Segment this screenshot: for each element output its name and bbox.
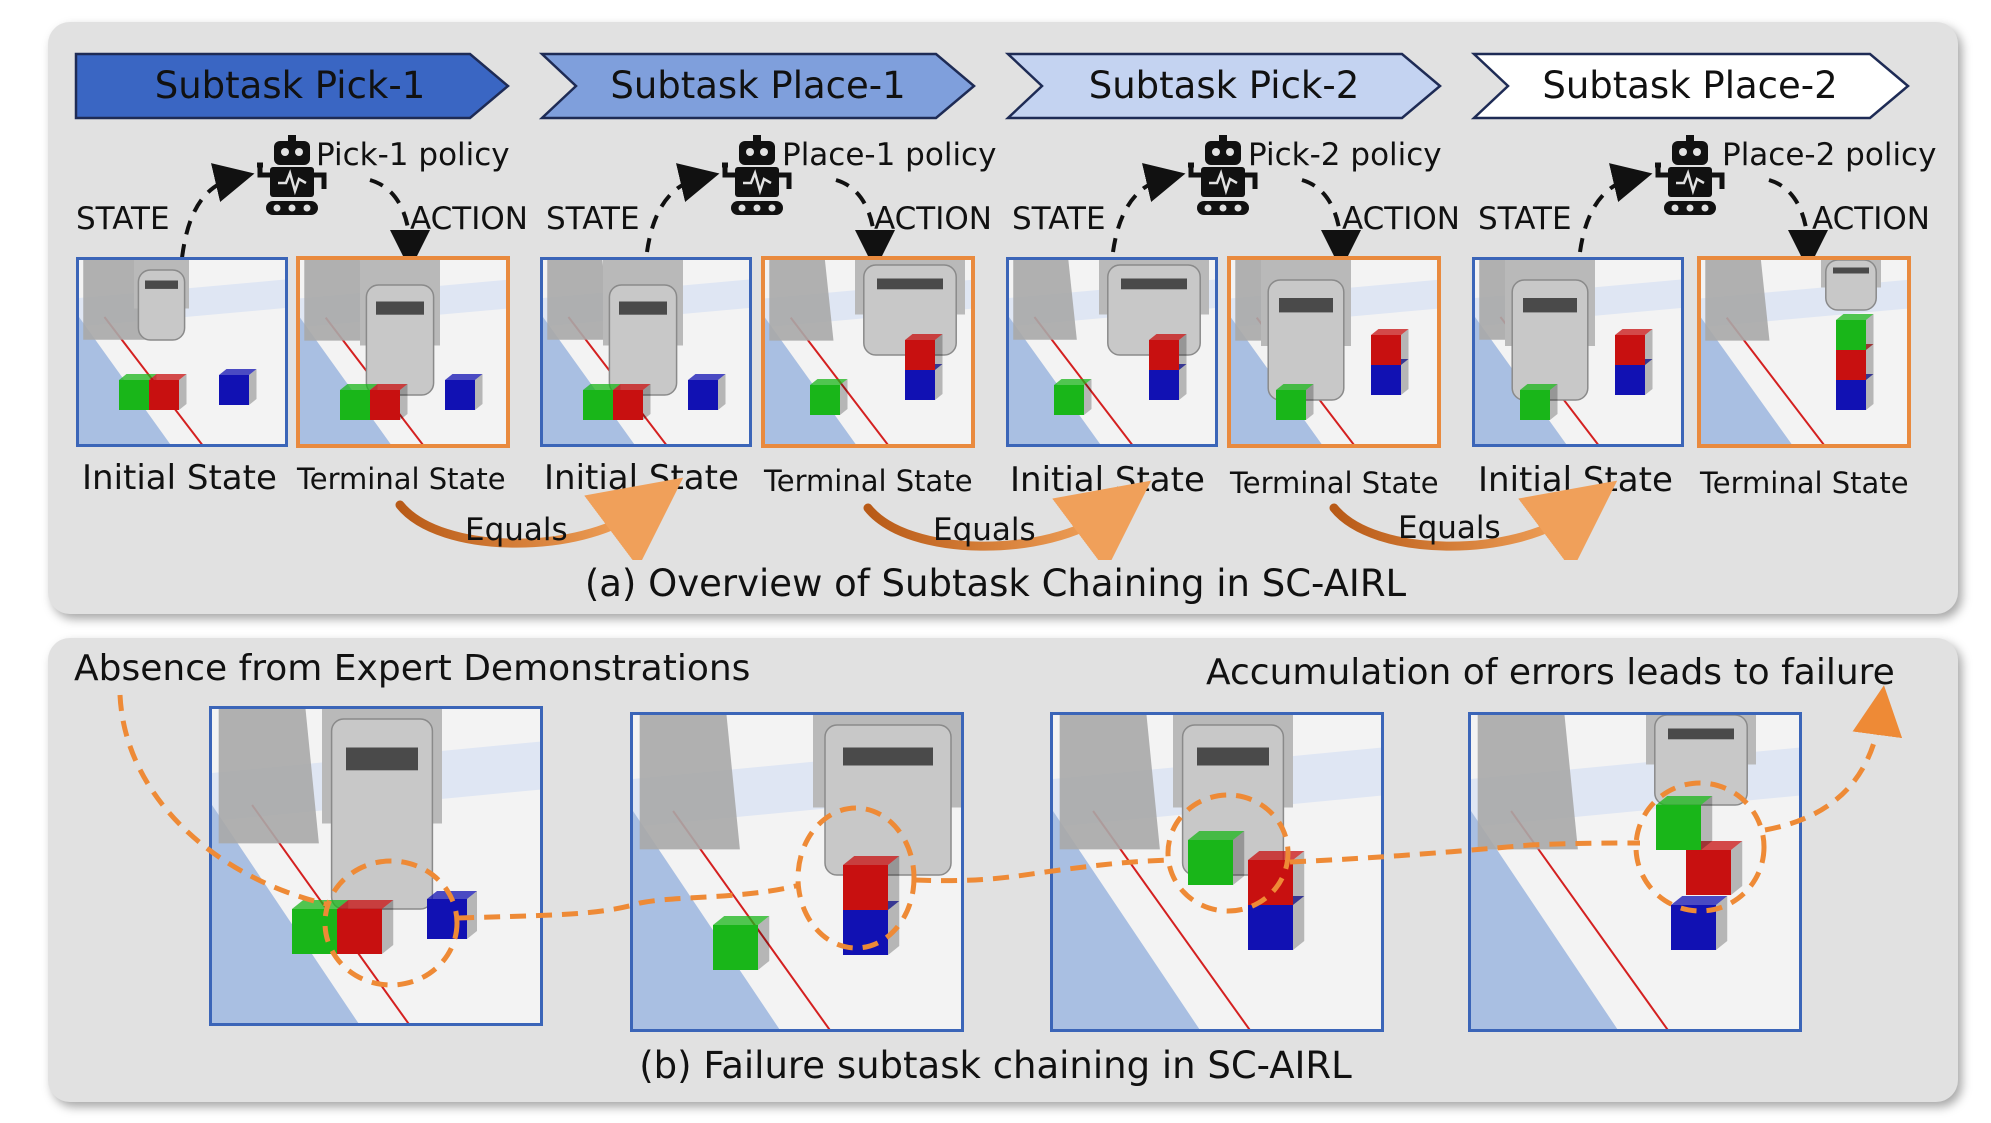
subtask-chevron-pick-2 [1004,52,1442,120]
equals-arrow-3 [1329,480,1618,560]
cube-red [1686,841,1743,895]
scene-failure-3 [1050,712,1384,1032]
cube-green [1276,384,1314,420]
gripper [1505,260,1595,401]
caption-b: (b) Failure subtask chaining in SC-AIRL [639,1044,1352,1087]
scene-initial-2 [540,257,752,447]
cube-green [292,900,349,954]
scene-initial-3 [1006,257,1218,447]
gripper [1261,260,1351,401]
cube-green [1656,796,1713,850]
subtask-label-1: Subtask Pick-1 [154,64,426,107]
scene-terminal-1 [296,256,510,448]
policy-label-3: Pick-2 policy [1248,137,1442,173]
action-label-1: ACTION [410,201,528,237]
cube-red [337,900,394,954]
cube-green [810,379,848,415]
gripper [603,260,683,396]
equals-label-2: Equals [933,512,1036,548]
cube-red [1371,329,1409,365]
subtask-label-4: Subtask Place-2 [1542,64,1838,107]
subtask-chevrons [74,52,1910,120]
gripper [1821,260,1881,311]
accumulation-annotation: Accumulation of errors leads to failure [1206,652,1895,693]
initial-label-1: Initial State [82,458,277,498]
cube-red [613,384,651,420]
equals-arrow-2 [863,480,1152,560]
cube-green [1520,384,1558,420]
equals-label-1: Equals [465,512,568,548]
action-label-2: ACTION [874,201,992,237]
state-label-2: STATE [546,201,640,237]
scene-terminal-2 [761,256,975,448]
cube-red [1149,334,1187,370]
policy-label-1: Pick-1 policy [316,137,510,173]
state-label-3: STATE [1012,201,1106,237]
cube-blue [1149,364,1187,400]
equals-arrow-1 [395,477,684,560]
gripper [322,709,442,910]
gripper [813,715,961,876]
cube-green [1836,314,1874,350]
subtask-label-3: Subtask Pick-2 [1088,64,1360,107]
state-label-4: STATE [1478,201,1572,237]
cube-red [149,374,187,410]
caption-a: (a) Overview of Subtask Chaining in SC-A… [584,562,1407,605]
cube-blue [688,374,726,410]
subtask-chevron-pick-1 [74,52,510,120]
cube-red [370,384,408,420]
policy-label-4: Place-2 policy [1722,137,1937,173]
scene-terminal-3 [1227,256,1441,448]
policy-arrows [180,0,1828,260]
scene-initial-1 [76,257,288,447]
gripper [134,260,189,341]
subtask-chevron-place-1 [538,52,976,120]
cube-red [843,856,900,910]
terminal-label-4: Terminal State [1700,466,1909,500]
cube-green [1054,379,1092,415]
gripper [360,260,440,396]
action-label-3: ACTION [1342,201,1460,237]
terminal-label-3: Terminal State [1230,466,1439,500]
cube-red [905,334,943,370]
scene-failure-1 [209,706,543,1026]
scene-initial-4 [1472,257,1684,447]
cube-green [1188,831,1245,885]
equals-label-3: Equals [1398,510,1501,546]
cube-blue [445,374,483,410]
cube-blue [219,369,257,405]
policy-label-2: Place-1 policy [782,137,997,173]
subtask-chevron-place-2 [1470,52,1910,120]
equals-arrows [395,477,1618,560]
action-label-4: ACTION [1812,201,1930,237]
scene-failure-4 [1468,712,1802,1032]
terminal-label-2: Terminal State [764,464,973,498]
absence-annotation: Absence from Expert Demonstrations [74,648,751,689]
gripper [1646,715,1756,806]
subtask-label-2: Subtask Place-1 [610,64,906,107]
terminal-label-1: Terminal State [297,462,506,496]
scene-terminal-4 [1697,256,1911,448]
cube-red [1615,329,1653,365]
state-label-1: STATE [76,201,170,237]
cube-green [713,916,770,970]
